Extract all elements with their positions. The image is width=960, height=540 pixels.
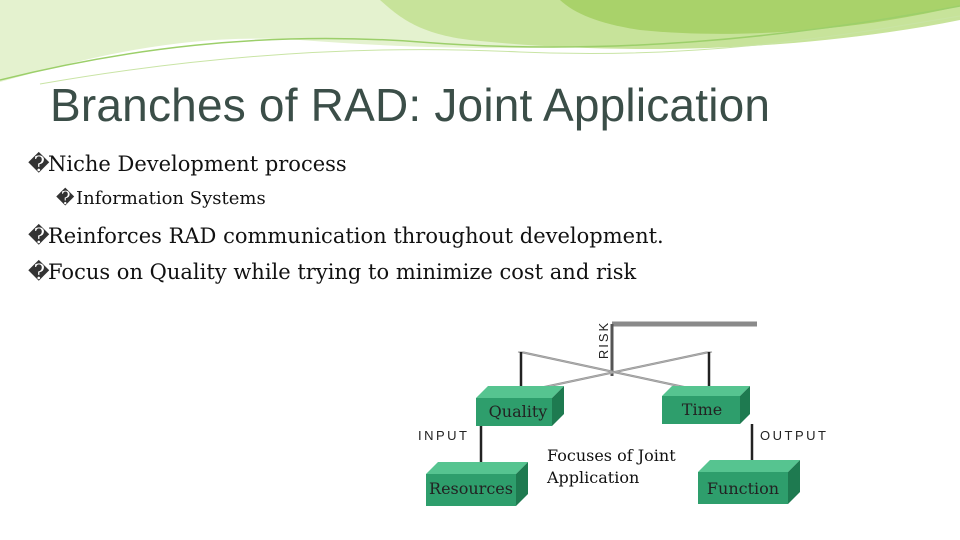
quality-box: Quality	[476, 386, 564, 426]
bullet-marker: �	[28, 152, 50, 176]
bullet-text: Information Systems	[76, 188, 266, 209]
output-label: OUTPUT	[760, 428, 828, 443]
risk-label: RISK	[596, 321, 611, 359]
input-label: INPUT	[418, 428, 470, 443]
bullet-marker: �	[56, 188, 75, 209]
diagram-caption-line2: Application	[546, 468, 639, 487]
sub-bullet-item: �Information Systems	[56, 188, 956, 224]
function-label: Function	[707, 479, 779, 498]
bullet-item: �Niche Development process	[28, 152, 928, 188]
header-swoosh-decoration	[0, 0, 960, 85]
quality-label: Quality	[489, 402, 548, 421]
bullet-marker: �	[28, 260, 50, 284]
resources-label: Resources	[429, 479, 513, 498]
time-box: Time	[662, 386, 750, 424]
resources-box: Resources	[426, 462, 528, 506]
bullet-item: �Reinforces RAD communication throughout…	[28, 224, 928, 260]
bullet-text: Focus on Quality while trying to minimiz…	[48, 260, 637, 284]
bullet-text: Reinforces RAD communication throughout …	[48, 224, 664, 248]
function-box: Function	[698, 460, 800, 504]
bullet-marker: �	[28, 224, 50, 248]
slide-title: Branches of RAD: Joint Application	[50, 79, 771, 131]
bullet-list: �Niche Development process �Information …	[28, 152, 928, 296]
diagram-caption-line1: Focuses of Joint	[547, 446, 676, 465]
bullet-text: Niche Development process	[48, 152, 347, 176]
time-label: Time	[682, 400, 722, 419]
bullet-item: �Focus on Quality while trying to minimi…	[28, 260, 928, 296]
